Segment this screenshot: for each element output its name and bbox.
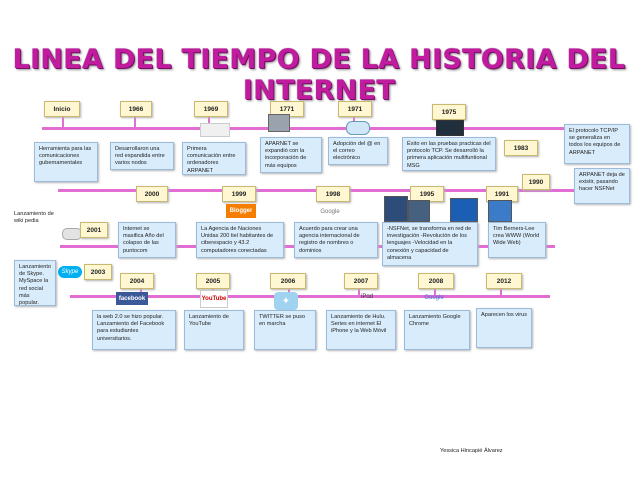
year-marker-inicio: Inicio xyxy=(44,101,80,117)
facebook-logo: facebook xyxy=(116,292,148,305)
tech-image xyxy=(488,200,512,222)
timeline-tick xyxy=(212,282,214,296)
tech-image xyxy=(384,196,408,222)
timeline-tick xyxy=(140,282,142,296)
year-marker-2000: 2000 xyxy=(136,186,168,202)
blogger-logo: Blogger xyxy=(226,204,256,218)
event-1771: APARNET se expandió con la incorporación… xyxy=(260,137,322,173)
event-1971: Adopción del @ en el correo electrónico xyxy=(328,137,388,165)
year-marker-2012: 2012 xyxy=(486,273,522,289)
timeline-tick xyxy=(434,282,436,296)
year-marker-1966: 1966 xyxy=(120,101,152,117)
google-chrome-logo: Google xyxy=(424,295,444,301)
year-marker-1999: 1999 xyxy=(222,186,256,202)
timeline-tick xyxy=(62,116,64,128)
ipod-logo: iPod xyxy=(360,294,373,300)
event-2006: TWITTER se puso en marcha xyxy=(254,310,316,350)
year-marker-2008: 2008 xyxy=(418,273,454,289)
timeline-line-1 xyxy=(42,127,580,130)
year-marker-2004: 2004 xyxy=(120,273,154,289)
skype-logo: Skype xyxy=(58,266,82,278)
at-sign-image xyxy=(346,121,370,135)
timeline-tick xyxy=(208,116,210,128)
year-marker-1969: 1969 xyxy=(194,101,228,117)
wikipedia-image xyxy=(62,228,82,240)
timeline-tick xyxy=(358,282,360,296)
year-marker-2003: 2003 xyxy=(84,264,112,280)
tech-image xyxy=(408,200,430,222)
event-1998: Acuerdo para crear una agencia internaci… xyxy=(294,222,378,258)
event-2004: la web 2.0 se hizo popular. Lanzamiento … xyxy=(92,310,176,350)
year-marker-2006: 2006 xyxy=(270,273,306,289)
google-logo: Google xyxy=(320,209,340,215)
event-1975: Éxito en las pruebas practicas del proto… xyxy=(402,137,496,171)
event-2007: Lanzamiento de Hulu. Series en internet … xyxy=(326,310,396,350)
year-marker-1971: 1971 xyxy=(338,101,372,117)
year-marker-2005: 2005 xyxy=(196,273,230,289)
page-title: LINEA DEL TIEMPO DE LA HISTORIA DEL INTE… xyxy=(12,44,626,106)
event-1995: -NSFNet, se transforma en red de investi… xyxy=(382,222,478,266)
year-marker-2001: 2001 xyxy=(80,222,108,238)
arpanet-image xyxy=(200,123,230,137)
year-marker-1998: 1998 xyxy=(316,186,350,202)
event-1991: Tim Berners-Lee crea WWW (World Wide Web… xyxy=(488,222,546,258)
youtube-logo: YouTube xyxy=(200,290,228,308)
event-2012: Aparecen los virus xyxy=(476,308,532,348)
event-2008: Lanzamiento Google Chrome xyxy=(404,310,470,350)
tech-image xyxy=(450,198,478,222)
event-inicio: Herramienta para las comunicaciones gube… xyxy=(34,142,98,182)
author-credit: Yessica Hincapié Álvarez xyxy=(440,448,503,454)
event-2003: Lanzamiento de Skype. MySpace la red soc… xyxy=(14,260,56,306)
computer-image xyxy=(268,114,290,132)
timeline-tick xyxy=(500,282,502,296)
timeline-tick xyxy=(134,116,136,128)
year-marker-1991: 1991 xyxy=(486,186,518,202)
event-1990: ARPANET deja de existir, pasando hacer N… xyxy=(574,168,630,204)
twitter-bird-icon: ✦ xyxy=(274,292,298,310)
timeline-line-4 xyxy=(70,295,550,298)
event-1966: Desarrollaron una red expandida entre va… xyxy=(110,142,174,170)
event-1983: El protocolo TCP/IP se generaliza en tod… xyxy=(564,124,630,164)
event-2005: Lanzamiento de YouTube xyxy=(184,310,244,350)
year-marker-1990: 1990 xyxy=(522,174,550,190)
event-1969: Primera comunicación entre ordenadores A… xyxy=(182,142,246,175)
year-marker-2007: 2007 xyxy=(344,273,378,289)
year-marker-1975: 1975 xyxy=(432,104,466,120)
timeline-tick xyxy=(288,282,290,296)
event-2000: Internet se masifica Año del colapso de … xyxy=(118,222,176,258)
year-marker-1983: 1983 xyxy=(504,140,538,156)
event-1999: La Agencia de Naciones Unidas 200 tiel h… xyxy=(196,222,284,258)
event-2001: Lanzamiento de wiki pedia xyxy=(14,211,54,225)
network-image xyxy=(436,120,464,136)
